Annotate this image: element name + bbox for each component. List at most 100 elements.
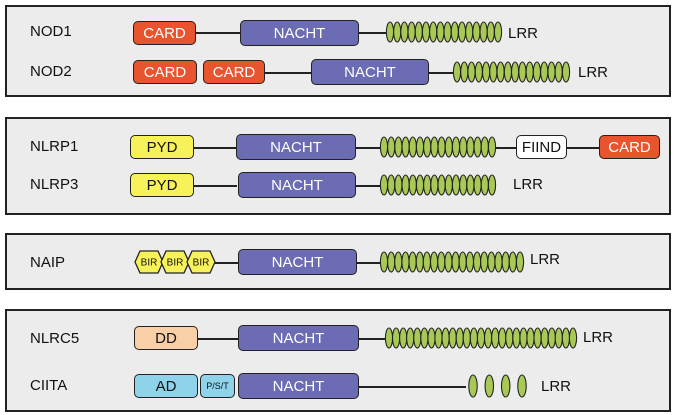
lrr-repeat xyxy=(484,374,495,398)
lrr-repeat xyxy=(505,327,514,349)
lrr-repeat xyxy=(379,174,389,196)
lrr-repeat xyxy=(491,327,500,349)
lrr-repeat xyxy=(451,136,461,158)
lrr-repeat xyxy=(561,61,571,83)
bir-label: BIR xyxy=(141,258,158,269)
lrr-repeat xyxy=(487,136,497,158)
nacht-domain: NACHT xyxy=(240,20,359,46)
lrr-repeat xyxy=(501,251,510,273)
lrr-repeat xyxy=(540,61,549,83)
linker xyxy=(358,32,386,34)
lrr-repeat xyxy=(421,21,431,43)
lrr-repeat xyxy=(443,21,452,43)
lrr-repeat xyxy=(459,136,468,158)
lrr-repeat xyxy=(459,174,468,196)
lrr-repeat xyxy=(422,251,432,273)
lrr-repeat xyxy=(394,136,403,158)
lrr-repeat xyxy=(423,136,432,158)
lrr-repeat xyxy=(561,327,571,349)
lrr-repeat xyxy=(472,251,482,273)
lrr-repeat xyxy=(457,21,467,43)
lrr-repeat xyxy=(500,374,511,398)
protein-name: NAIP xyxy=(30,254,66,271)
nacht-domain: NACHT xyxy=(238,325,359,351)
lrr-repeat xyxy=(450,21,459,43)
lrr-repeat xyxy=(379,136,389,158)
linker xyxy=(566,147,600,149)
lrr-repeat xyxy=(467,61,476,83)
lrr-repeat xyxy=(518,61,527,83)
lrr-repeat xyxy=(444,251,453,273)
lrr-repeat xyxy=(480,251,489,273)
lrr-repeat xyxy=(487,251,496,273)
lrr-repeat xyxy=(508,251,517,273)
lrr-repeat xyxy=(427,327,436,349)
lrr-label: LRR xyxy=(578,64,609,81)
lrr-label: LRR xyxy=(583,329,614,346)
linker xyxy=(197,338,239,340)
nacht-domain: NACHT xyxy=(238,249,357,275)
lrr-repeat xyxy=(466,174,475,196)
lrr-repeat xyxy=(462,327,471,349)
lrr-repeat xyxy=(510,61,520,83)
protein-name: NLRP1 xyxy=(30,138,79,155)
lrr-repeat xyxy=(479,21,488,43)
fiind-domain: FIIND xyxy=(516,135,567,159)
lrr-repeat xyxy=(472,21,481,43)
linker xyxy=(193,185,237,187)
lrr-repeat xyxy=(379,251,389,273)
lrr-repeat xyxy=(466,136,475,158)
lrr-repeat xyxy=(429,251,439,273)
linker xyxy=(215,262,239,264)
lrr-repeat xyxy=(429,21,438,43)
protein-name: NOD1 xyxy=(30,23,72,40)
protein-name: NOD2 xyxy=(30,63,72,80)
card-domain: CARD xyxy=(203,60,265,84)
linker xyxy=(195,32,241,34)
lrr-repeat xyxy=(394,174,403,196)
lrr-repeat xyxy=(448,327,457,349)
lrr-repeat xyxy=(451,174,461,196)
lrr-repeat xyxy=(526,327,535,349)
lrr-repeat xyxy=(498,327,507,349)
lrr-repeat xyxy=(455,327,464,349)
lrr-repeat xyxy=(458,251,467,273)
nacht-domain: NACHT xyxy=(238,172,356,198)
lrr-repeat xyxy=(473,136,482,158)
lrr-repeat xyxy=(476,327,486,349)
bir-label: BIR xyxy=(193,258,210,269)
lrr-label: LRR xyxy=(530,251,561,268)
lrr-repeat xyxy=(401,136,410,158)
lrr-repeat xyxy=(401,174,410,196)
lrr-repeat xyxy=(444,136,453,158)
lrr-repeat xyxy=(444,174,453,196)
lrr-repeat xyxy=(489,61,498,83)
lrr-repeat xyxy=(406,327,415,349)
lrr-repeat xyxy=(465,21,474,43)
bir-domain xyxy=(186,250,216,274)
linker xyxy=(358,338,386,340)
lrr-repeat xyxy=(480,174,489,196)
lrr-repeat xyxy=(430,174,439,196)
lrr-repeat xyxy=(494,251,503,273)
lrr-repeat xyxy=(517,374,527,398)
linker xyxy=(355,185,381,187)
lrr-repeat xyxy=(483,327,493,349)
lrr-repeat xyxy=(487,174,497,196)
lrr-repeat xyxy=(547,327,556,349)
lrr-repeat xyxy=(486,21,495,43)
lrr-repeat xyxy=(474,61,483,83)
lrr-repeat xyxy=(436,21,445,43)
lrr-repeat xyxy=(460,61,469,83)
lrr-repeat xyxy=(408,136,417,158)
lrr-repeat xyxy=(391,327,401,349)
panel-nlrp xyxy=(5,117,671,215)
lrr-repeat xyxy=(554,61,563,83)
lrr-repeat xyxy=(387,136,396,158)
lrr-repeat xyxy=(415,174,425,196)
linker xyxy=(356,262,382,264)
lrr-repeat xyxy=(468,374,478,398)
linker xyxy=(264,72,312,74)
